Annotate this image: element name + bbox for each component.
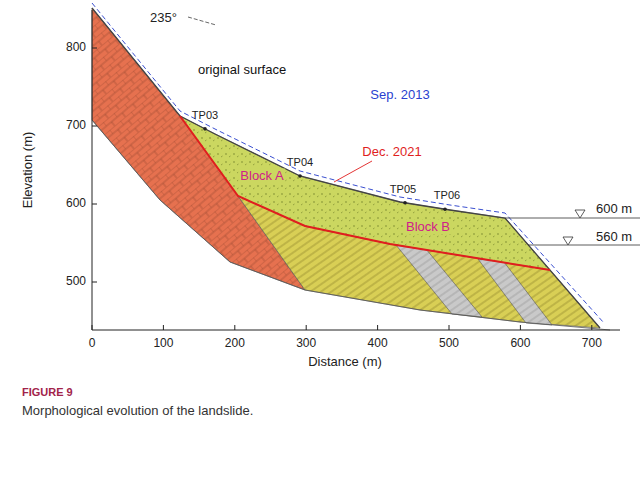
annotation: Dec. 2021 [362,145,421,160]
section-bottom [92,120,610,330]
annotation: Distance (m) [308,355,382,370]
annotation: TP04 [287,156,313,169]
tick-label: 0 [89,337,96,351]
water-level [528,245,640,246]
tick-label: 100 [153,337,173,351]
tick-label: 600 [66,197,86,211]
tick [92,126,97,127]
monitor-point [203,127,207,131]
tick-label: 200 [225,337,245,351]
leader-line [334,161,372,182]
water-mark [563,237,573,245]
axis-line [92,10,620,330]
annotation: Elevation (m) [21,132,36,209]
monitor-point [443,207,447,211]
tick [92,282,97,283]
current-surface-line [92,8,600,328]
annotation: 600 m [596,202,632,217]
annotation: 560 m [596,230,632,245]
annotation: Sep. 2013 [370,88,429,103]
monitor-point [298,174,302,178]
annotation: TP06 [434,189,460,202]
water-level [505,218,640,219]
tick [92,204,97,205]
tick-label: 400 [368,337,388,351]
tick-label: 300 [296,337,316,351]
tick [92,325,93,330]
tick-label: 800 [66,41,86,55]
annotation: TP03 [192,109,218,122]
tick [163,325,164,330]
annotation: TP05 [390,182,416,195]
annotation: Block B [404,220,452,235]
annotation: 235° [150,11,177,26]
annotation: Block A [238,169,285,184]
tick [520,325,521,330]
tick [449,325,450,330]
tick-label: 500 [66,275,86,289]
figure-number: FIGURE 9 [22,386,73,399]
original-surface-line [92,3,604,323]
water-mark [575,210,585,218]
figure-caption: Morphological evolution of the landslide… [22,404,253,419]
tick-label: 700 [582,337,602,351]
tick [377,325,378,330]
tick-label: 600 [510,337,530,351]
tick [306,325,307,330]
tick [591,325,592,330]
direction-line [188,17,216,25]
tick [92,48,97,49]
tick [234,325,235,330]
tick-label: 500 [439,337,459,351]
bedrock [92,8,305,290]
monitor-point [403,201,407,205]
tick-label: 700 [66,119,86,133]
sliding-surface [180,116,550,270]
annotation: original surface [198,63,286,78]
